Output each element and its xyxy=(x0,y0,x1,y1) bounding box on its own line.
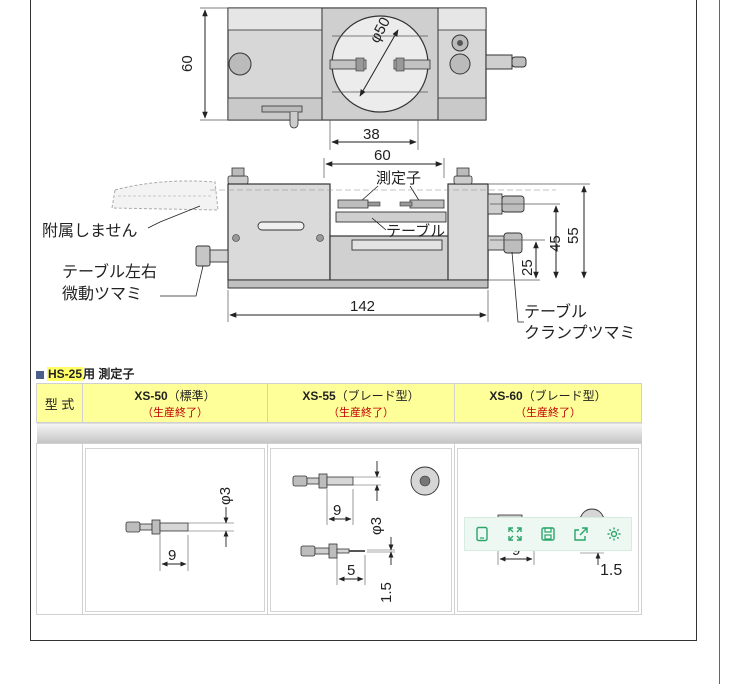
dim-55: 55 xyxy=(565,227,582,244)
section-title: 用 測定子 xyxy=(83,367,135,381)
table-header-row: 型 式 XS-50（標準） （生産終了） XS-55（ブレード型） （生産終了）… xyxy=(36,383,642,423)
label-fine-adjust-1: テーブル左右 xyxy=(62,262,157,281)
col-kind: （標準） xyxy=(167,388,216,403)
dim-45: 45 xyxy=(547,235,564,252)
xs55-drawing: φ3 9 5 xyxy=(292,461,440,603)
col-note: （生産終了） xyxy=(328,406,394,419)
col-name: XS-60 xyxy=(489,388,523,403)
image-toolbar xyxy=(464,517,632,551)
save-icon[interactable] xyxy=(539,525,557,543)
share-icon[interactable] xyxy=(572,525,590,543)
col-header-xs60: XS-60（ブレード型） （生産終了） xyxy=(454,383,642,423)
label-clamp-2: クランプツマミ xyxy=(524,324,636,342)
bullet-square-icon xyxy=(36,370,44,379)
dim-top-height: 60 xyxy=(179,55,196,72)
col-kind: （ブレード型） xyxy=(522,388,607,403)
section-heading: HS-25用 測定子 xyxy=(36,365,134,382)
xs55-len-b: 5 xyxy=(347,562,355,579)
dim-25: 25 xyxy=(519,259,536,276)
cell-xs50: φ3 9 xyxy=(82,443,268,615)
top-view: φ50 60 38 xyxy=(179,7,527,150)
col-name: XS-50 xyxy=(134,388,168,403)
xs55-dia: φ3 xyxy=(368,517,385,535)
col-header-xs55: XS-55（ブレード型） （生産終了） xyxy=(267,383,455,423)
xs55-blade: 1.5 xyxy=(378,582,395,603)
col-kind: （ブレード型） xyxy=(335,388,420,403)
col-note: （生産終了） xyxy=(515,406,581,419)
label-probe: 測定子 xyxy=(376,170,421,187)
section-model: HS-25 xyxy=(47,367,84,381)
xs50-dia: φ3 xyxy=(217,487,234,505)
scroll-rule xyxy=(719,0,720,684)
probe-spec-table: 型 式 XS-50（標準） （生産終了） XS-55（ブレード型） （生産終了）… xyxy=(36,383,642,615)
dim-top-width: 38 xyxy=(363,126,380,143)
xs50-drawing: φ3 9 xyxy=(125,487,234,571)
front-view: 60 測定子 テーブル 附属しません テーブル左右 xyxy=(42,147,636,342)
col-note: （生産終了） xyxy=(142,406,208,419)
col-header-xs50: XS-50（標準） （生産終了） xyxy=(82,383,268,423)
xs50-len: 9 xyxy=(168,547,176,564)
cell-xs55: φ3 9 5 xyxy=(267,443,455,615)
settings-icon[interactable] xyxy=(605,525,623,543)
xs60-blade: 1.5 xyxy=(600,562,622,579)
label-not-attached: 附属しません xyxy=(42,222,138,240)
label-fine-adjust-2: 微動ツマミ xyxy=(62,285,142,303)
tablet-icon[interactable] xyxy=(473,525,491,543)
dim-front-bottom: 142 xyxy=(350,298,375,315)
col-name: XS-55 xyxy=(302,388,336,403)
dim-front-top: 60 xyxy=(374,147,391,164)
expand-icon[interactable] xyxy=(506,525,524,543)
label-clamp-1: テーブル xyxy=(524,302,587,321)
xs55-len-a: 9 xyxy=(333,502,341,519)
label-table: テーブル xyxy=(386,222,445,240)
technical-drawing: φ50 60 38 60 測定子 xyxy=(42,7,636,342)
type-label-cell: 型 式 xyxy=(36,383,83,423)
page-frame xyxy=(30,0,697,641)
table-separator-row xyxy=(36,422,642,444)
